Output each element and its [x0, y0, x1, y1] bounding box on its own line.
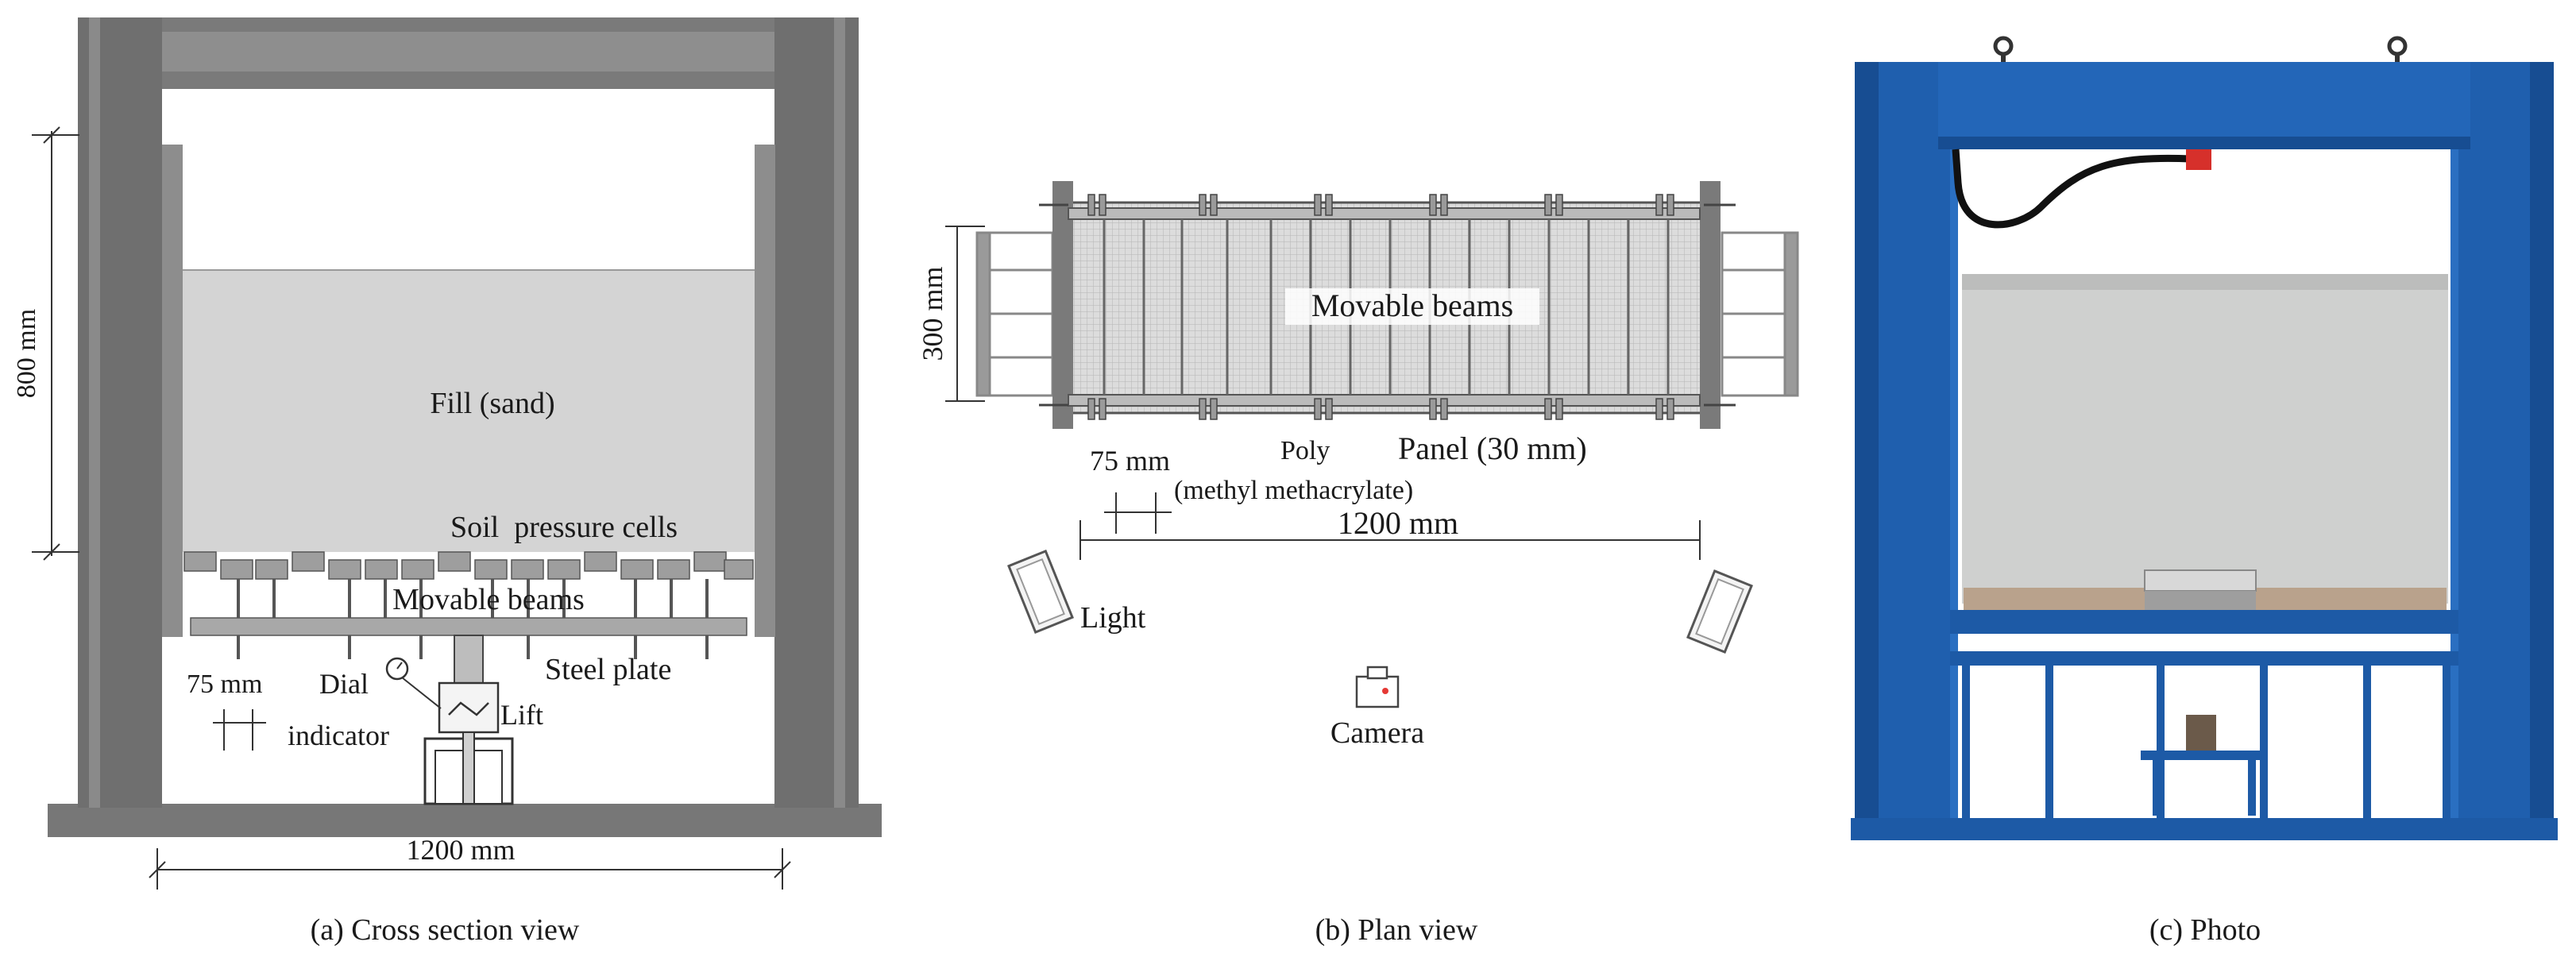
camera-icon — [1355, 666, 1400, 708]
fill-label: Fill (sand) — [430, 387, 554, 420]
hydraulic-hose — [1952, 149, 2192, 229]
photo-pressure-cells — [1964, 569, 2447, 610]
spacing-dim-label-b: 75 mm — [1090, 445, 1170, 477]
right-lifting-eye — [2387, 36, 2408, 56]
movable-beams-label-a: Movable beams — [392, 583, 585, 616]
camera-label: Camera — [1330, 716, 1424, 750]
panel-c-photo: (c) Photo — [1851, 36, 2558, 947]
poly-label: Poly — [1280, 436, 1330, 465]
lift-box — [438, 681, 500, 734]
steel-plate-label: Steel plate — [545, 653, 671, 686]
methyl-label: (methyl methacrylate) — [1174, 476, 1413, 505]
corner-bolts — [1039, 203, 1736, 407]
right-light-icon — [1686, 569, 1753, 654]
caption-c: (c) Photo — [2149, 913, 2261, 947]
blue-frame-top-beam — [1938, 62, 2470, 149]
pressure-cell-row — [183, 551, 754, 580]
hydraulic-jack — [2186, 149, 2211, 170]
dial-label-line1: Dial — [319, 668, 369, 700]
beam-dividers — [1103, 219, 1670, 395]
panel-thickness-label: Panel (30 mm) — [1398, 430, 1587, 466]
left-lifting-eye — [1993, 36, 2014, 56]
lift-label: Lift — [500, 699, 543, 731]
plan-width-dimension — [945, 226, 985, 402]
base-slab — [48, 804, 882, 837]
width-dimension — [149, 848, 791, 890]
left-clamp-frame — [975, 231, 1054, 397]
right-side-wall — [755, 145, 775, 637]
light-label: Light — [1080, 601, 1146, 635]
pressure-cells-label: Soil pressure cells — [450, 511, 678, 544]
blue-frame-bottom-beam — [1851, 818, 2558, 840]
spacing-dim-label-a: 75 mm — [187, 670, 262, 699]
plan-length-dim-label: 1200 mm — [1338, 505, 1458, 541]
sand-fill — [183, 270, 755, 552]
height-dim-label: 800 mm — [12, 309, 41, 398]
height-dimension — [32, 126, 79, 561]
left-side-wall — [162, 145, 183, 637]
caption-b: (b) Plan view — [1315, 913, 1478, 947]
right-clamp-frame — [1721, 231, 1799, 397]
movable-beams-label-b: Movable beams — [1311, 288, 1513, 323]
steel-plate — [190, 617, 747, 636]
photo-jack — [2186, 715, 2216, 751]
plan-length-dimension — [1079, 520, 1701, 560]
rail-clamps — [1087, 194, 1674, 420]
panel-b-plan-view: Movable beams 300 mm 75 mm Poly (methyl … — [917, 181, 1799, 947]
left-light-icon — [1007, 549, 1074, 635]
spacing-dimension — [213, 709, 266, 751]
photo-support-legs — [1962, 666, 2450, 824]
photo-movable-beam-rail — [1950, 610, 2458, 634]
lift-column — [454, 635, 484, 684]
dial-label-line2: indicator — [288, 720, 389, 751]
width-dim-label-a: 1200 mm — [406, 834, 515, 866]
glass-panel — [1962, 274, 2448, 604]
plan-spacing-dimension — [1104, 492, 1172, 534]
right-column — [774, 17, 859, 808]
plan-width-dim-label: 300 mm — [917, 266, 948, 361]
photo-jack-table — [2141, 751, 2268, 760]
caption-a: (a) Cross section view — [311, 913, 580, 947]
panel-a-cross-section: 800 mm Fill (sand) Soil pressure cells M… — [12, 17, 882, 947]
